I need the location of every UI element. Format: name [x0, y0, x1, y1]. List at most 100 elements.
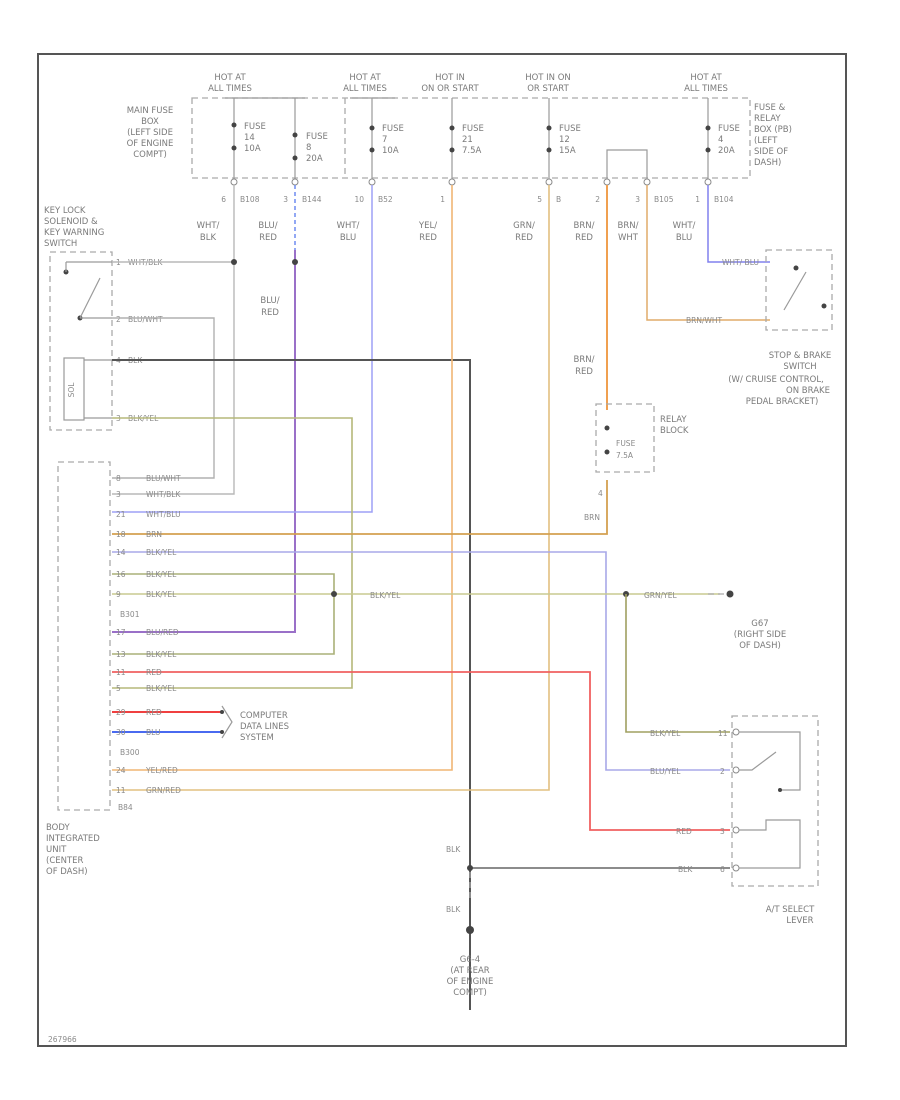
svg-text:BRN/WHT: BRN/WHT [686, 316, 723, 325]
fuse-7: FUSE 7 10A [369, 98, 404, 182]
svg-text:BOX (PB): BOX (PB) [754, 125, 792, 135]
svg-text:BRN/: BRN/ [574, 355, 595, 365]
svg-text:7.5A: 7.5A [462, 146, 482, 156]
svg-text:1: 1 [440, 195, 445, 204]
svg-text:BODY: BODY [46, 823, 70, 833]
svg-text:10A: 10A [382, 146, 399, 156]
biu-pin-wire-label: BLU/WHT [146, 474, 181, 483]
svg-text:YEL/: YEL/ [418, 221, 437, 231]
hot-label-4b: OR START [527, 84, 569, 94]
biu-pin-wire-label: BLU/RED [146, 628, 179, 637]
biu-pin-wire-label: BLK/YEL [146, 684, 177, 693]
svg-text:5: 5 [537, 195, 542, 204]
biu-pin-number: 11 [116, 668, 126, 677]
svg-text:1: 1 [695, 195, 700, 204]
svg-text:12: 12 [559, 135, 570, 145]
fuse-relay-box-label: FUSE & RELAY BOX (PB) (LEFT SIDE OF DASH… [754, 103, 792, 168]
svg-text:COMPUTER: COMPUTER [240, 711, 288, 721]
svg-text:OF ENGINE: OF ENGINE [127, 139, 174, 149]
svg-text:SYSTEM: SYSTEM [240, 733, 274, 743]
svg-text:15A: 15A [559, 146, 576, 156]
svg-text:SIDE OF: SIDE OF [754, 147, 788, 157]
svg-text:UNIT: UNIT [46, 845, 67, 855]
biu-pin-wire-label: BLK/YEL [146, 650, 177, 659]
svg-text:RED: RED [575, 233, 593, 243]
svg-text:(LEFT: (LEFT [754, 136, 778, 146]
svg-text:2: 2 [116, 315, 121, 324]
svg-text:BRN/: BRN/ [574, 221, 595, 231]
svg-text:20A: 20A [306, 154, 323, 164]
svg-text:BLK: BLK [678, 865, 693, 874]
svg-text:SOL: SOL [67, 382, 76, 398]
diagram-frame [37, 53, 847, 1047]
biu-connector-label: B300 [120, 748, 140, 757]
svg-text:BRN: BRN [584, 513, 600, 522]
svg-text:MAIN FUSE: MAIN FUSE [127, 106, 174, 116]
biu-pin-number: 29 [116, 708, 126, 717]
biu-pin-number: 3 [116, 490, 121, 499]
svg-text:ON BRAKE: ON BRAKE [786, 386, 830, 396]
svg-text:21: 21 [462, 135, 473, 145]
svg-text:B144: B144 [302, 195, 322, 204]
svg-text:BLU/YEL: BLU/YEL [650, 767, 681, 776]
svg-text:BOX: BOX [141, 117, 159, 127]
hot-label-2a: HOT AT [349, 73, 381, 83]
biu-pin-number: 9 [116, 590, 121, 599]
at-select-lever: BLK/YEL 11 BLU/YEL 2 RED 3 BLK 6 A/T SEL… [650, 715, 819, 926]
svg-text:BRN/: BRN/ [618, 221, 639, 231]
main-fuse-box-label: MAIN FUSE BOX (LEFT SIDE OF ENGINE COMPT… [127, 106, 174, 160]
svg-text:FUSE: FUSE [244, 122, 266, 132]
svg-text:2: 2 [595, 195, 600, 204]
relay-loop [606, 149, 648, 178]
biu-pin-number: 5 [116, 684, 121, 693]
svg-text:(RIGHT SIDE: (RIGHT SIDE [734, 630, 786, 640]
hot-label-4a: HOT IN ON [525, 73, 571, 83]
svg-text:FUSE: FUSE [718, 124, 740, 134]
svg-text:10A: 10A [244, 144, 261, 154]
svg-text:RED: RED [419, 233, 437, 243]
svg-text:BLU: BLU [676, 233, 692, 243]
hot-label-2b: ALL TIMES [343, 84, 387, 94]
svg-text:DASH): DASH) [754, 158, 781, 168]
computer-data-link: COMPUTER DATA LINES SYSTEM [220, 705, 289, 743]
svg-text:FUSE &: FUSE & [754, 103, 786, 113]
blured-label-2: RED [261, 308, 279, 318]
svg-text:A/T SELECT: A/T SELECT [766, 905, 815, 915]
svg-text:3: 3 [720, 827, 725, 836]
svg-text:6: 6 [720, 865, 725, 874]
key-pins: 1 WHT/BLK 2 BLU/WHT 4 BLK 3 BLK/YEL [116, 258, 163, 423]
svg-text:(LEFT SIDE: (LEFT SIDE [127, 128, 173, 138]
svg-text:FUSE: FUSE [616, 439, 636, 448]
wires [112, 185, 770, 1010]
svg-text:B105: B105 [654, 195, 674, 204]
svg-text:RELAY: RELAY [660, 415, 687, 425]
svg-text:GRN/YEL: GRN/YEL [644, 591, 677, 600]
biu-pin-number: 14 [116, 548, 126, 557]
fuse-14: FUSE 14 10A [231, 98, 266, 182]
biu-pin-number: 24 [116, 766, 126, 775]
biu-pin-wire-label: WHT/BLK [146, 490, 181, 499]
svg-text:2: 2 [720, 767, 725, 776]
hot-label-1b: ALL TIMES [208, 84, 252, 94]
svg-text:(AT REAR: (AT REAR [450, 966, 489, 976]
svg-text:B104: B104 [714, 195, 734, 204]
svg-text:GRN/: GRN/ [513, 221, 535, 231]
svg-text:BLU/: BLU/ [258, 221, 277, 231]
svg-text:STOP & BRAKE: STOP & BRAKE [769, 351, 832, 361]
biu-pin-wire-label: WHT/BLU [146, 510, 181, 519]
fuse-12: FUSE 12 15A [546, 98, 581, 182]
key-lock-switch: KEY LOCK SOLENOID & KEY WARNING SWITCH S… [44, 206, 113, 431]
svg-text:8: 8 [306, 143, 311, 153]
svg-text:OF DASH): OF DASH) [739, 641, 781, 651]
svg-text:7.5A: 7.5A [616, 451, 634, 460]
svg-text:WHT/ BLU: WHT/ BLU [722, 258, 759, 267]
svg-text:B: B [556, 195, 561, 204]
biu-pin-number: 16 [116, 570, 126, 579]
svg-text:COMPT): COMPT) [453, 988, 487, 998]
svg-text:OF ENGINE: OF ENGINE [447, 977, 494, 987]
svg-text:FUSE: FUSE [462, 124, 484, 134]
biu-connector-label: B301 [120, 610, 140, 619]
fuse-box-outlines [191, 97, 751, 179]
biu-pin-wire-label: YEL/RED [145, 766, 178, 775]
biu-pin-wire-label: RED [146, 668, 162, 677]
